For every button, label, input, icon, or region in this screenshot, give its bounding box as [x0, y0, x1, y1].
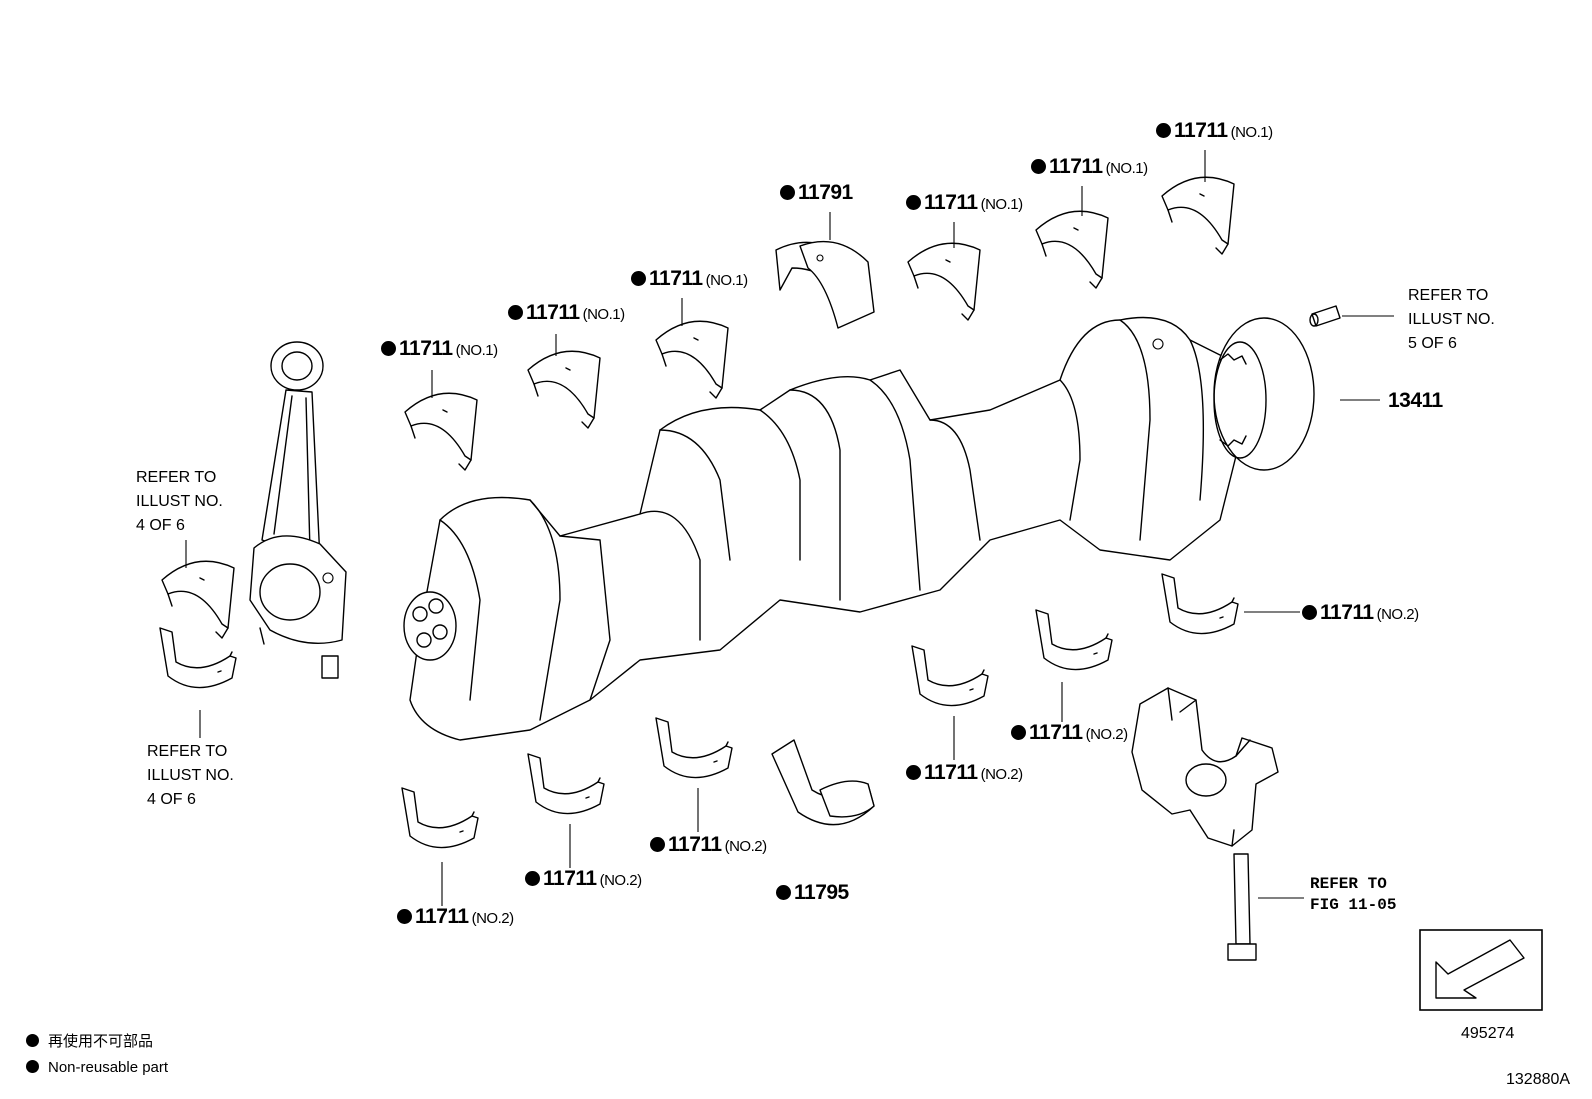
- label-11795: 11795: [776, 882, 849, 903]
- label-11791: 11791: [780, 182, 853, 203]
- bullet-icon: [525, 871, 540, 886]
- label-11711-no2-e: 11711(NO.2): [1011, 722, 1128, 743]
- legend-japanese: 再使用不可部品: [26, 1034, 153, 1049]
- bullet-icon: [397, 909, 412, 924]
- thrust-washer-lower: [771, 739, 875, 826]
- direction-box-code: 495274: [1461, 1025, 1515, 1042]
- label-13411: 13411: [1388, 389, 1443, 412]
- label-11711-no2-d: 11711(NO.2): [906, 762, 1023, 783]
- direction-arrow-box: [1419, 929, 1543, 1011]
- bullet-icon: [780, 185, 795, 200]
- upper-bearing-shell-5: [1035, 210, 1109, 289]
- bullet-icon: [906, 195, 921, 210]
- rod-bearing-lower: [159, 627, 237, 689]
- lower-bearing-shell-6: [1161, 573, 1239, 635]
- bullet-icon: [1156, 123, 1171, 138]
- lower-bearing-shell-2: [527, 753, 605, 815]
- bullet-icon: [508, 305, 523, 320]
- bullet-icon: [776, 885, 791, 900]
- legend-english: Non-reusable part: [26, 1060, 168, 1075]
- upper-bearing-shell-6: [1161, 176, 1235, 255]
- lower-bearing-shell-3: [655, 717, 733, 779]
- upper-bearing-shell-4: [907, 242, 981, 321]
- leader-lines: [185, 150, 1394, 906]
- label-11711-no2-b: 11711(NO.2): [525, 868, 642, 889]
- label-11711-no1-f: 11711(NO.1): [1156, 120, 1273, 141]
- lower-bearing-shell-1: [401, 787, 479, 849]
- refer-to-pin: REFER TO ILLUST NO. 5 OF 6: [1408, 287, 1495, 352]
- bullet-icon: [1011, 725, 1026, 740]
- thrust-washer-upper: [775, 240, 875, 329]
- lower-bearing-shell-4: [911, 645, 989, 707]
- label-11711-no1-c: 11711(NO.1): [631, 268, 748, 289]
- main-bearing-bolt: [1227, 853, 1257, 961]
- bullet-icon: [631, 271, 646, 286]
- figure-code: 132880A: [1506, 1071, 1571, 1088]
- bullet-icon: [26, 1060, 39, 1073]
- crank-gear: [1213, 317, 1315, 471]
- refer-to-rod-lower: REFER TO ILLUST NO. 4 OF 6: [147, 743, 234, 808]
- connecting-rod: [249, 341, 347, 679]
- refer-to-bolt: REFER TO FIG 11-05: [1310, 875, 1397, 914]
- refer-to-rod-upper: REFER TO ILLUST NO. 4 OF 6: [136, 469, 223, 534]
- label-11711-no1-e: 11711(NO.1): [1031, 156, 1148, 177]
- lower-bearing-shell-5: [1035, 609, 1113, 671]
- rod-bearing-upper: [161, 560, 235, 639]
- upper-bearing-shell-1: [404, 392, 478, 471]
- label-11711-no1-d: 11711(NO.1): [906, 192, 1023, 213]
- bullet-icon: [1302, 605, 1317, 620]
- upper-bearing-shell-3: [655, 320, 729, 399]
- dowel-pin: [1309, 305, 1341, 327]
- bullet-icon: [650, 837, 665, 852]
- bullet-icon: [1031, 159, 1046, 174]
- label-11711-no2-f: 11711(NO.2): [1302, 602, 1419, 623]
- bullet-icon: [26, 1034, 39, 1047]
- crankshaft: [403, 316, 1241, 741]
- bullet-icon: [906, 765, 921, 780]
- label-11711-no1-a: 11711(NO.1): [381, 338, 498, 359]
- label-11711-no2-a: 11711(NO.2): [397, 906, 514, 927]
- main-bearing-cap: [1131, 687, 1279, 847]
- label-11711-no1-b: 11711(NO.1): [508, 302, 625, 323]
- upper-bearing-shell-2: [527, 350, 601, 429]
- bullet-icon: [381, 341, 396, 356]
- label-11711-no2-c: 11711(NO.2): [650, 834, 767, 855]
